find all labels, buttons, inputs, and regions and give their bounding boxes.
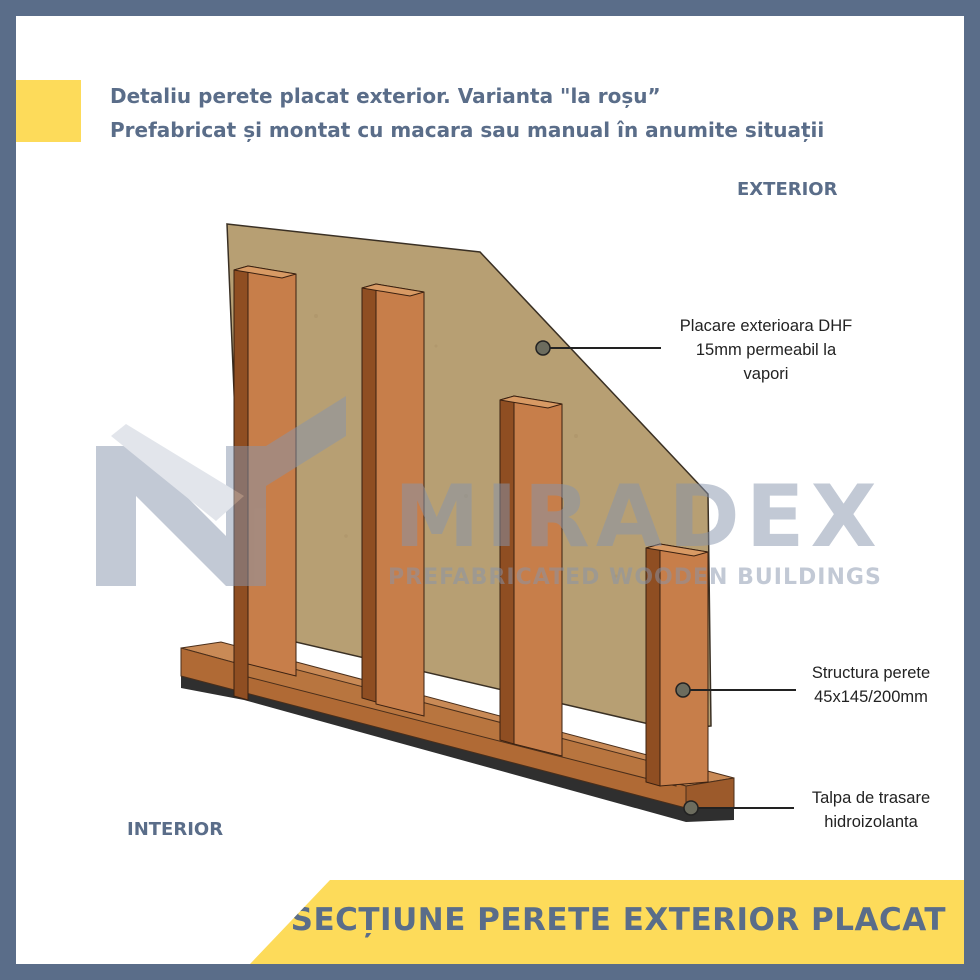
- watermark-tagline: PREFABRICATED WOODEN BUILDINGS: [388, 565, 882, 590]
- leader-dot-structure: [675, 682, 691, 698]
- watermark-logo-mark: [96, 446, 266, 586]
- accent-square: [16, 80, 81, 142]
- stud-2-side: [361, 283, 377, 703]
- leader-dot-dhf: [535, 340, 551, 356]
- annotation-dhf-line-1: Placare exterioara DHF: [679, 317, 853, 335]
- interior-label: INTERIOR: [127, 819, 224, 840]
- stud-4-top: [645, 543, 709, 557]
- annotation-dhf-line-3: vapori: [743, 365, 789, 383]
- content-panel: Detaliu perete placat exterior. Varianta…: [16, 16, 964, 964]
- watermark-brand: MIRADEX: [394, 467, 883, 567]
- annotation-structure-line-1: Structura perete: [811, 664, 931, 682]
- miradex-watermark: MIRADEX PREFABRICATED WOODEN BUILDINGS: [96, 396, 883, 590]
- annotation-structure-line-2: 45x145/200mm: [814, 688, 928, 706]
- watermark-logo-chevron: [111, 424, 244, 521]
- header-line-1: Detaliu perete placat exterior. Varianta…: [110, 84, 661, 108]
- annotation-dhf: Placare exterioara DHF 15mm permeabil la…: [656, 314, 876, 386]
- exterior-label: EXTERIOR: [737, 179, 838, 200]
- wall-section-diagram: MIRADEX PREFABRICATED WOODEN BUILDINGS: [96, 223, 883, 822]
- annotation-structure: Structura perete 45x145/200mm: [786, 661, 956, 709]
- header-line-2: Prefabricat și montat cu macara sau manu…: [110, 118, 825, 142]
- leader-lines: [543, 347, 796, 809]
- annotation-sill-line-1: Talpa de trasare: [811, 789, 931, 807]
- watermark-logo-chevron-2: [266, 396, 346, 486]
- leader-dots: [535, 340, 699, 816]
- banner-title: SECȚIUNE PERETE EXTERIOR PLACAT: [290, 902, 946, 938]
- stud-2-top: [361, 283, 425, 297]
- leader-dot-sill: [683, 800, 699, 816]
- title-banner: SECȚIUNE PERETE EXTERIOR PLACAT: [250, 880, 964, 964]
- annotation-sill: Talpa de trasare hidroizolanta: [786, 786, 956, 834]
- stud-3-top: [499, 395, 563, 409]
- board-texture: [314, 314, 658, 658]
- stud-1-top: [233, 265, 297, 279]
- annotation-sill-line-2: hidroizolanta: [824, 813, 918, 831]
- annotation-dhf-line-2: 15mm permeabil la: [695, 341, 837, 359]
